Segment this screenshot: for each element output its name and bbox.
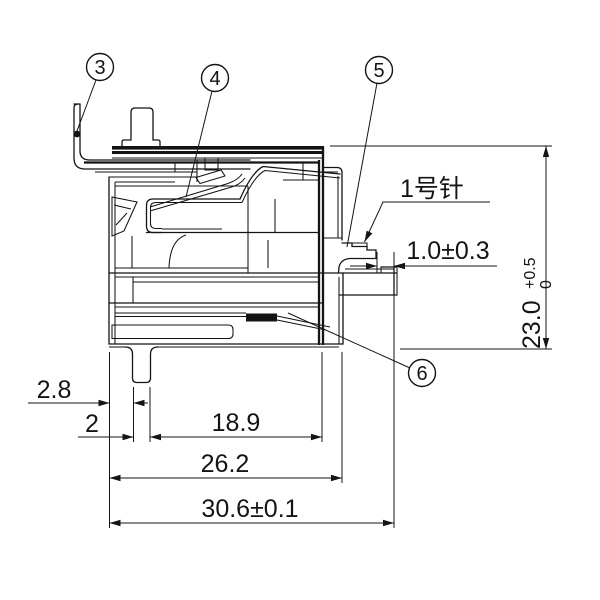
pin-1-label: 1号针 <box>400 175 464 203</box>
balloon-3: 3 <box>76 52 115 132</box>
balloon-3-circle <box>85 52 115 82</box>
dim-23-0-label: 23.0 <box>518 300 546 349</box>
dimensions: 2.8 2 18.9 26.2 30.6±0.1 <box>28 145 555 528</box>
balloon-callouts: 3 4 5 6 <box>76 52 437 388</box>
dim-2-label: 2 <box>85 410 99 438</box>
dimension-30-6: 30.6±0.1 <box>109 495 394 527</box>
bottom-and-foot <box>108 324 344 384</box>
dimension-2-8: 2.8 <box>28 376 148 407</box>
part-geometry <box>73 103 398 384</box>
dim-18-9-label: 18.9 <box>212 409 261 437</box>
pin-1-callout: 1号针 <box>364 175 490 243</box>
dim-30-6-label: 30.6±0.1 <box>201 495 298 523</box>
dimension-18-9: 18.9 <box>150 409 322 441</box>
balloon-3-number: 3 <box>94 57 105 79</box>
dimension-2: 2 <box>78 410 134 441</box>
balloon-6: 6 <box>287 312 437 388</box>
contact-spring <box>145 165 341 234</box>
leader-3-dot <box>73 130 81 138</box>
cavity-lines <box>108 157 398 318</box>
latch-tab <box>121 107 161 147</box>
dim-1-0-label: 1.0±0.3 <box>406 237 489 265</box>
dimension-26-2: 26.2 <box>109 450 342 482</box>
dimension-23-0: 23.0 +0.5 0 <box>518 146 555 349</box>
balloon-4-circle <box>200 63 230 93</box>
shell-bracket <box>73 103 251 170</box>
pin-and-flange <box>322 166 398 345</box>
dim-23-0-tol-lower: 0 <box>538 280 555 289</box>
dim-26-2-label: 26.2 <box>201 450 250 478</box>
dim-23-0-tol-upper: +0.5 <box>522 257 539 289</box>
balloon-6-circle <box>407 358 437 388</box>
balloon-4-number: 4 <box>209 68 220 90</box>
balloon-6-number: 6 <box>416 363 427 385</box>
balloon-4: 4 <box>185 63 230 198</box>
bottom-contact-strip <box>246 313 331 331</box>
inner-right-wall <box>317 146 325 345</box>
balloon-5-circle <box>364 55 394 85</box>
dim-2-8-label: 2.8 <box>37 376 72 404</box>
balloon-5: 5 <box>346 55 394 248</box>
dimension-1-0: 1.0±0.3 <box>350 237 497 270</box>
balloon-5-number: 5 <box>373 60 384 82</box>
